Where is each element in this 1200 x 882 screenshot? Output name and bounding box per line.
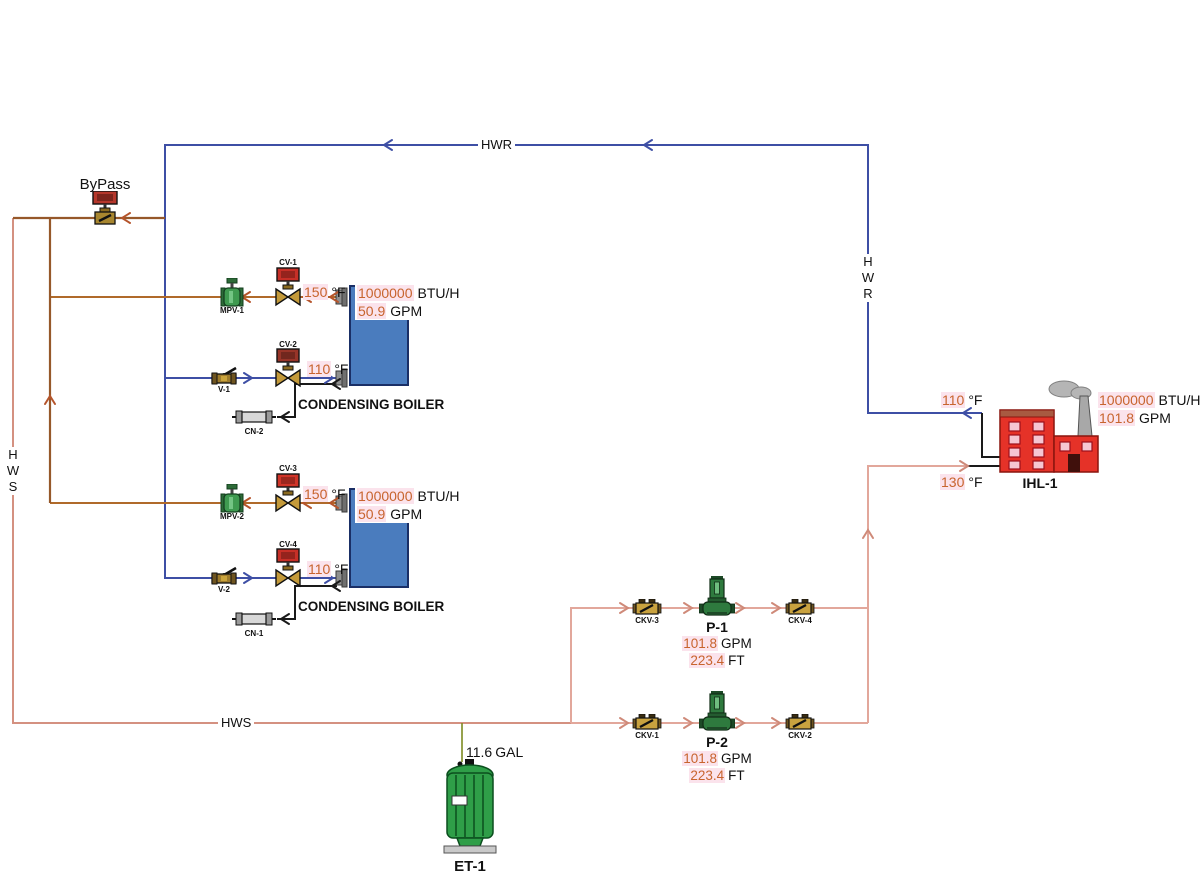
expansion-tank[interactable] [443, 758, 497, 854]
neutralizer-cn1[interactable] [232, 610, 276, 628]
factory-building[interactable] [992, 378, 1104, 474]
ckv3-label: CKV-3 [635, 616, 659, 625]
pipe-hws-main [12, 218, 571, 724]
check-valve-ckv3[interactable] [632, 599, 662, 617]
pump-p2-name: P-2 [706, 734, 728, 750]
v1-label: V-1 [217, 385, 230, 394]
check-valve-ckv2[interactable] [785, 714, 815, 732]
pipe-supply-riser [867, 465, 970, 723]
boiler2-return-temp: 110°F [307, 561, 349, 577]
v2-label: V-2 [217, 585, 230, 594]
ckv2-label: CKV-2 [788, 731, 812, 740]
boiler-ports [335, 287, 348, 588]
cv1-label: CV-1 [279, 258, 297, 267]
load-return-temp: 110°F [941, 392, 983, 408]
cn2-label: CN-2 [244, 427, 264, 436]
pump-p2[interactable] [699, 691, 735, 735]
boiler2-supply-temp: 150°F [303, 486, 346, 502]
hwr-label: HWR [478, 137, 516, 152]
pipe-pump1-branch [570, 607, 868, 723]
valve-cv3[interactable] [274, 473, 302, 517]
bypass-label: ByPass [79, 176, 131, 193]
mpv1-label: MPV-1 [219, 306, 244, 315]
pipe-condensate-2 [277, 585, 337, 620]
bypass-valve[interactable] [91, 191, 119, 233]
hws-label: HWS [218, 715, 255, 730]
mpv2-label: MPV-2 [219, 512, 244, 521]
valve-cv4[interactable] [274, 548, 302, 592]
boiler1-return-temp: 110°F [307, 361, 349, 377]
ckv4-label: CKV-4 [788, 616, 812, 625]
tank-name: ET-1 [454, 858, 486, 875]
hwr-vertical-label: H W R [857, 254, 879, 302]
check-valve-ckv4[interactable] [785, 599, 815, 617]
cn1-label: CN-1 [244, 629, 264, 638]
pipe-condensate-1 [277, 383, 337, 418]
cv3-label: CV-3 [279, 464, 297, 473]
load-name: IHL-1 [1022, 475, 1058, 491]
pump-p1[interactable] [699, 576, 735, 620]
boiler2-name: CONDENSING BOILER [298, 599, 445, 614]
boiler1-supply-temp: 150°F [303, 284, 346, 300]
pump-p1-name: P-1 [706, 619, 728, 635]
valve-v2[interactable] [209, 565, 239, 587]
hws-vertical-label: H W S [2, 447, 24, 495]
pipe-hwr-main [164, 144, 982, 579]
load-supply-temp: 130°F [940, 474, 983, 490]
boiler1-name: CONDENSING BOILER [298, 397, 445, 412]
ckv1-label: CKV-1 [635, 731, 659, 740]
check-valve-ckv1[interactable] [632, 714, 662, 732]
cv4-label: CV-4 [279, 540, 297, 549]
valve-v1[interactable] [209, 365, 239, 387]
flow-arrows [44, 139, 972, 729]
valve-cv2[interactable] [274, 348, 302, 392]
pipe-factory-return-stub [981, 413, 1000, 458]
valve-cv1[interactable] [274, 267, 302, 311]
cv2-label: CV-2 [279, 340, 297, 349]
neutralizer-cn2[interactable] [232, 408, 276, 426]
